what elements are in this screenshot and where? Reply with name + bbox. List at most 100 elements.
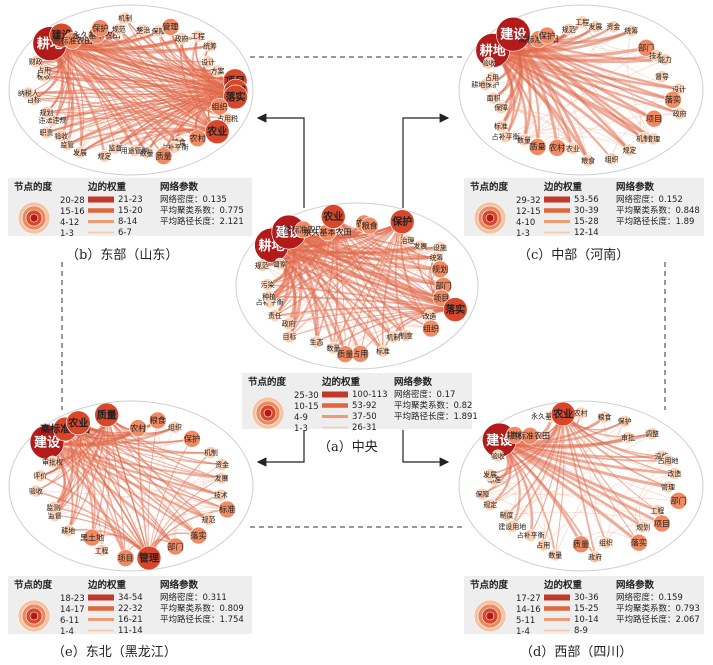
network-edge <box>170 26 218 132</box>
network-node: 管理 <box>161 18 180 36</box>
node-label: 落实 <box>225 90 245 103</box>
node-label: 纳税人 <box>18 88 39 97</box>
network-edge <box>345 326 432 355</box>
network-edge <box>118 29 147 153</box>
network-node: 督导 <box>655 70 669 83</box>
edge-weight-swatch <box>88 594 114 601</box>
network-edge <box>46 441 209 520</box>
network-edge <box>482 493 556 556</box>
node-label: 技术 <box>214 491 228 500</box>
network-edge <box>523 76 663 141</box>
network-node: 机制 <box>204 446 218 459</box>
node-label: 督导 <box>655 72 669 81</box>
weight-range: 30-39 <box>544 206 599 217</box>
network-node: 统筹 <box>203 39 217 53</box>
network-node: 设施 <box>433 241 447 254</box>
network-node: 落实 <box>442 297 468 322</box>
network-node: 部门 <box>166 537 185 556</box>
network-node: 调整 <box>645 427 659 441</box>
node-label: 职责 <box>40 128 54 137</box>
network-edge <box>105 414 209 521</box>
network-node: 整治 <box>136 23 150 37</box>
node-label: 规划 <box>39 108 53 117</box>
weight-range: 100-113 <box>322 390 388 401</box>
node-label: 制度 <box>500 511 514 520</box>
node-label: 保护 <box>618 417 632 426</box>
network-node: 粮食 <box>598 410 612 424</box>
network-node: 黑土地 <box>80 528 104 547</box>
network-edge <box>523 135 589 161</box>
network-node: 标准 <box>494 119 508 133</box>
network-node: 农村 <box>548 139 566 157</box>
node-label: 数量 <box>517 135 531 144</box>
network-node: 纳税人 <box>18 86 39 100</box>
network-edge <box>274 309 430 317</box>
node-label: 占用地 <box>658 456 679 465</box>
node-label: 机制 <box>118 13 132 22</box>
network-edge <box>546 35 644 139</box>
node-label: 占补平衡 <box>160 143 188 152</box>
network-node: 农业 <box>550 401 576 427</box>
node-label: 保护 <box>539 30 555 40</box>
network-node: 项目 <box>645 109 663 128</box>
degree-size-icon <box>473 599 507 632</box>
network-node: 方案 <box>210 64 224 78</box>
network-param: 平均路径长度：2.121 <box>160 217 244 227</box>
network-edge <box>523 99 673 141</box>
node-label: 耕地保护 <box>471 80 499 89</box>
network-node: 规定 <box>483 498 497 511</box>
network-edge <box>482 416 553 495</box>
network-edge <box>289 221 403 338</box>
edge-weight-swatch <box>88 606 114 611</box>
weight-range: 15-20 <box>88 206 143 217</box>
network-edge <box>551 415 644 528</box>
degree-range: 6-11 <box>60 616 80 626</box>
network-node: 标准 <box>376 344 390 358</box>
network-edge <box>65 428 126 559</box>
legend-header: 节点的度 <box>470 182 509 193</box>
network-node: 保护 <box>538 26 556 45</box>
node-label: 农业 <box>67 416 88 429</box>
node-label: 机制 <box>386 332 400 341</box>
network-node: 占用 <box>351 345 370 363</box>
network-edge <box>381 221 404 352</box>
network-middle: 耕地建设高标准农田保护规范工程发展资金统筹部门技术能力督导设计落实政府项目管理机… <box>458 4 704 176</box>
network-edge <box>46 61 209 133</box>
network-node: 标准 <box>218 500 236 519</box>
network-node: 资金 <box>606 20 620 34</box>
degree-size-icon <box>251 396 285 429</box>
edge-weight-swatch <box>322 403 348 408</box>
network-node: 政府 <box>673 107 687 120</box>
network-edge <box>72 40 236 98</box>
node-label: 占用税 <box>217 114 238 123</box>
node-label: 规定 <box>97 152 111 161</box>
network-edge <box>78 422 96 538</box>
network-node: 监管 <box>60 138 74 151</box>
network-node: 数量 <box>548 548 562 562</box>
network-edge <box>333 216 432 329</box>
weight-range: 21-23 <box>88 195 143 206</box>
weight-range: 11-14 <box>88 626 143 637</box>
node-label: 发展 <box>588 22 602 31</box>
node-label: 部门 <box>435 281 451 291</box>
node-label: 组织 <box>168 423 182 432</box>
node-label: 农村 <box>190 133 206 143</box>
degree-range: 15-16 <box>60 207 85 217</box>
network-node: 规划 <box>39 106 53 119</box>
network-edge <box>568 29 647 52</box>
degree-range: 29-32 <box>516 196 541 206</box>
network-edge <box>163 45 211 157</box>
network-edge <box>492 49 644 140</box>
node-label: 改造 <box>422 311 436 320</box>
network-param: 平均聚类系数：0.848 <box>616 206 700 216</box>
weight-range: 30-36 <box>544 593 599 604</box>
network-node: 组织 <box>605 152 619 166</box>
degree-range: 1-3 <box>294 424 308 434</box>
degree-size-icon <box>17 599 51 632</box>
network-edge <box>505 59 666 137</box>
solid-arrows <box>256 113 450 467</box>
network-edge <box>400 246 421 336</box>
node-label: 管理 <box>646 134 660 143</box>
network-param: 平均路径长度：1.891 <box>394 412 478 422</box>
